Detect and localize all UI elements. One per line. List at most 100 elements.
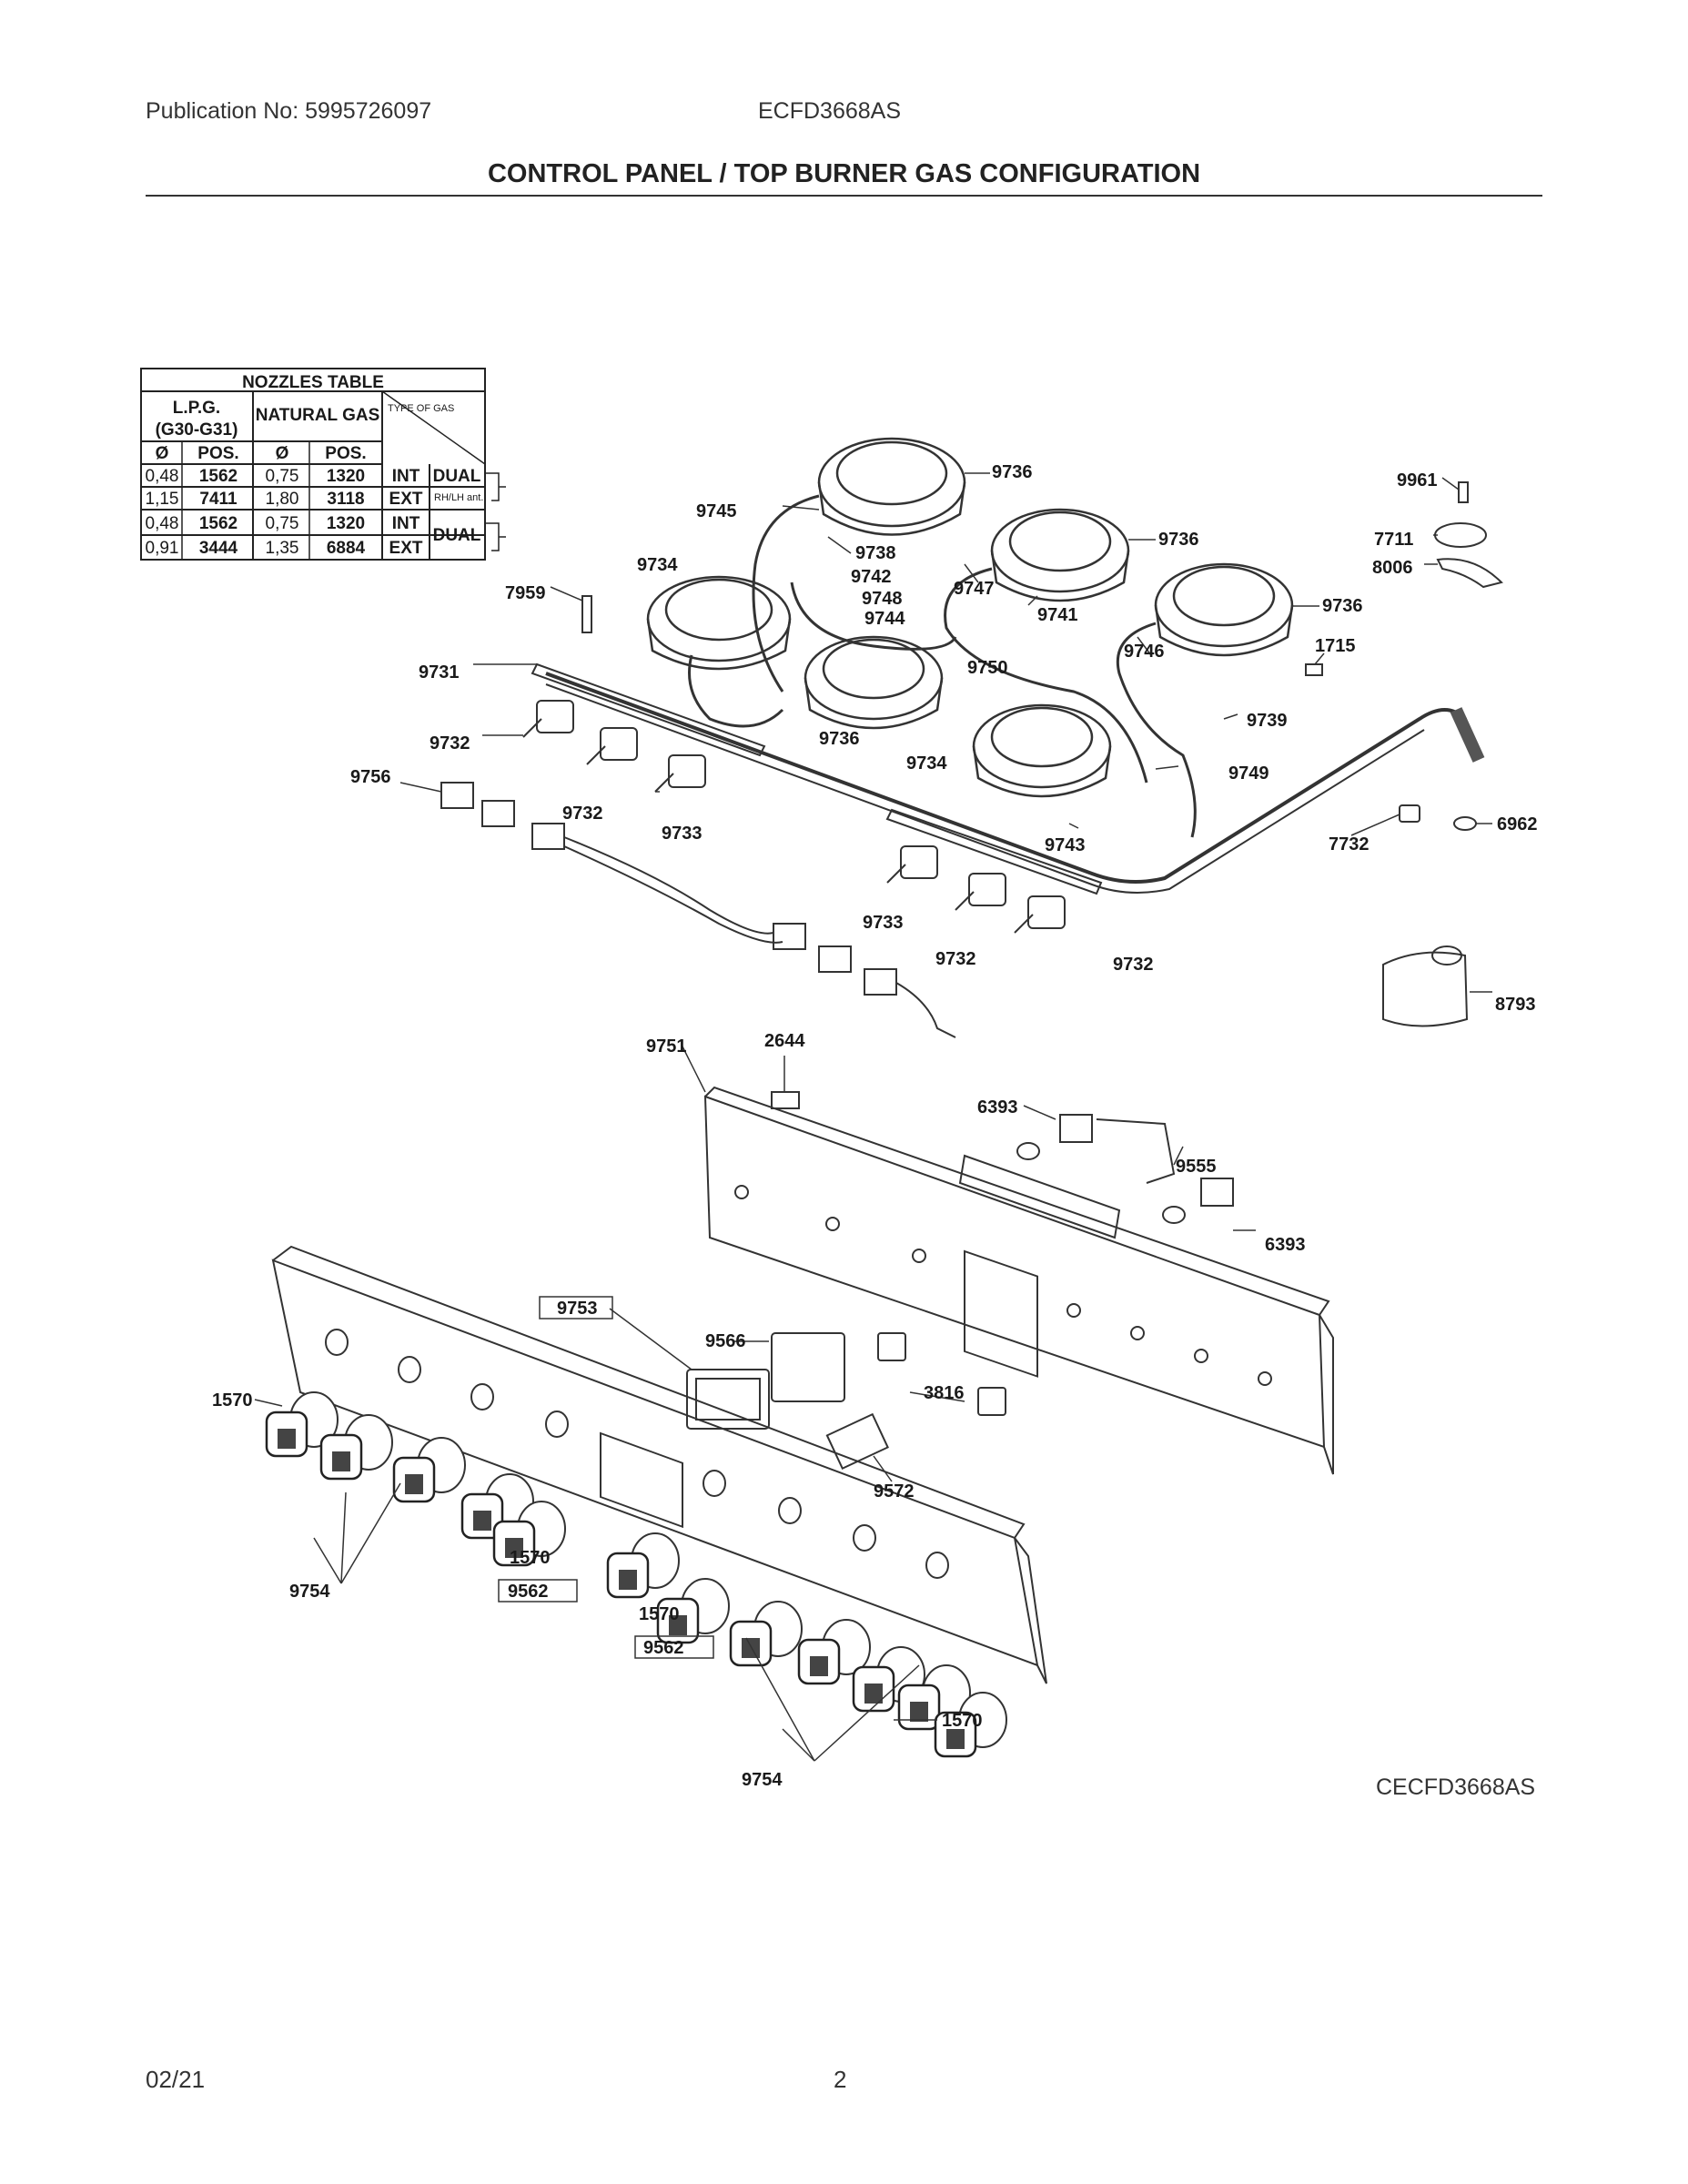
callout-9748: 9748 — [862, 589, 903, 609]
row1-ng-pos: 1320 — [327, 467, 365, 486]
clip-1715 — [1305, 663, 1323, 676]
callout-9732-d: 9732 — [1113, 955, 1154, 975]
nut-7732 — [1399, 804, 1420, 823]
control-panel-drawing — [271, 1086, 1334, 1684]
panel-hole — [470, 1383, 494, 1410]
row2-lpg-pos: 7411 — [199, 490, 238, 509]
callout-1715: 1715 — [1315, 636, 1356, 656]
publication-number: Publication No: 5995726097 — [146, 98, 432, 124]
mounting-hole — [825, 1217, 840, 1231]
valves-right — [886, 845, 1066, 934]
callout-8006: 8006 — [1372, 558, 1413, 578]
callout-9566: 9566 — [705, 1331, 746, 1351]
callout-9731: 9731 — [419, 662, 460, 682]
clip-2644 — [771, 1091, 800, 1109]
callout-2644: 2644 — [764, 1031, 805, 1051]
callout-9734-a: 9734 — [637, 555, 678, 575]
callout-7732: 7732 — [1329, 834, 1370, 854]
burner-top — [817, 437, 966, 536]
mounting-hole — [1194, 1349, 1208, 1363]
callout-3816: 3816 — [924, 1383, 965, 1403]
callout-9745: 9745 — [696, 501, 737, 521]
nozzles-table-title: NOZZLES TABLE — [242, 373, 384, 392]
callout-9733-b: 9733 — [863, 913, 904, 933]
callout-9733-a: 9733 — [662, 824, 702, 844]
callout-9754-b: 9754 — [742, 1770, 783, 1790]
burner-assembly-drawing — [440, 437, 1503, 1038]
callout-7959: 7959 — [505, 583, 546, 603]
lpg-subheader: (G30-G31) — [156, 420, 238, 440]
burner-right-top — [990, 508, 1130, 602]
ng-dia-header: Ø — [276, 444, 289, 463]
burner-right — [1154, 562, 1294, 657]
control-knob — [897, 1664, 971, 1731]
panel-hole — [325, 1329, 349, 1356]
mounting-hole — [1130, 1326, 1145, 1340]
row2-type: EXT — [389, 490, 423, 509]
callout-1570-b: 1570 — [510, 1548, 551, 1568]
row2-lpg-dia: 1,15 — [146, 490, 179, 509]
model-number: ECFD3668AS — [758, 98, 902, 124]
screw-7959 — [581, 595, 592, 633]
row1-type: INT — [392, 467, 420, 486]
callout-9961: 9961 — [1397, 470, 1438, 490]
regulator-8793 — [1382, 951, 1469, 1027]
callout-9749: 9749 — [1228, 763, 1269, 784]
callout-6393-a: 6393 — [977, 1097, 1018, 1117]
control-knob — [319, 1414, 393, 1481]
callout-leaders — [254, 472, 1492, 1762]
nozzles-table-text: NOZZLES TABLE L.P.G. (G30-G31) NATURAL G… — [146, 373, 484, 558]
control-knob — [492, 1501, 566, 1567]
callout-9734-b: 9734 — [906, 753, 947, 774]
callout-9738: 9738 — [855, 543, 896, 563]
page-number: 2 — [834, 2066, 847, 2093]
row4-lpg-dia: 0,91 — [146, 539, 179, 558]
control-knob — [392, 1437, 466, 1503]
valves-left — [522, 700, 706, 793]
row3-ng-dia: 0,75 — [266, 514, 299, 533]
screw-9961 — [1458, 481, 1469, 503]
callout-9739: 9739 — [1247, 711, 1288, 731]
callout-9744: 9744 — [864, 609, 905, 629]
diagram-code: CECFD3668AS — [1376, 1774, 1536, 1800]
lpg-header: L.P.G. — [173, 399, 220, 418]
panel-hole — [925, 1552, 949, 1579]
callout-7711: 7711 — [1374, 530, 1413, 550]
row1-lpg-pos: 1562 — [199, 467, 238, 486]
control-knob — [729, 1601, 803, 1667]
bracket-8006 — [1436, 558, 1503, 589]
nozzles-table — [140, 368, 506, 561]
control-knob — [606, 1532, 680, 1599]
dual-label-2: DUAL — [433, 526, 481, 545]
callout-6393-b: 6393 — [1265, 1235, 1306, 1255]
callout-9742: 9742 — [851, 567, 892, 587]
callout-1570-a: 1570 — [212, 1390, 253, 1410]
burner-center — [804, 635, 944, 730]
callout-9732-a: 9732 — [430, 733, 470, 753]
lpg-dia-header: Ø — [156, 444, 169, 463]
row2-ng-pos: 3118 — [327, 490, 364, 509]
row3-type: INT — [392, 514, 420, 533]
panel-hole — [702, 1470, 726, 1497]
callout-9732-b: 9732 — [562, 804, 603, 824]
mounting-hole — [734, 1185, 749, 1199]
row3-lpg-pos: 1562 — [199, 514, 238, 533]
callout-9743: 9743 — [1045, 835, 1086, 855]
panel-hole — [545, 1410, 569, 1438]
panel-hole — [853, 1524, 876, 1552]
callout-9732-c: 9732 — [935, 949, 976, 969]
control-knob — [265, 1391, 339, 1458]
callout-9741: 9741 — [1037, 605, 1078, 625]
callout-9555: 9555 — [1176, 1157, 1217, 1177]
callout-9754-a: 9754 — [289, 1582, 330, 1602]
natural-gas-header: NATURAL GAS — [256, 406, 380, 425]
callout-9736-a: 9736 — [992, 462, 1033, 482]
callout-1570-d: 1570 — [942, 1711, 983, 1731]
callout-9756: 9756 — [350, 767, 391, 787]
callout-9747: 9747 — [954, 579, 995, 599]
igniter-switches — [440, 782, 956, 1038]
row1-ng-dia: 0,75 — [266, 467, 299, 486]
type-of-gas-header: TYPE OF GAS — [388, 403, 454, 414]
callout-1570-c: 1570 — [639, 1604, 680, 1624]
